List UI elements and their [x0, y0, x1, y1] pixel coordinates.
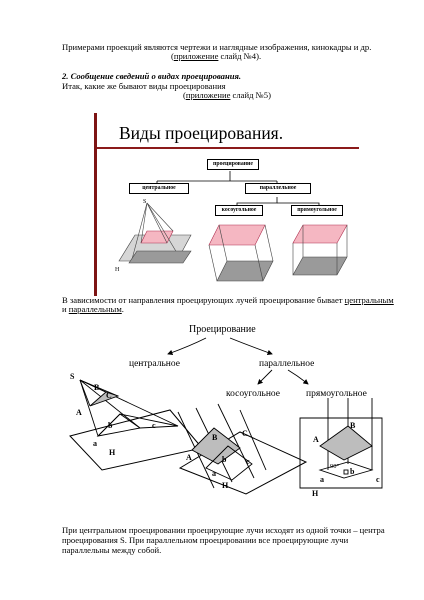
figure-orthogonal-labels: A B 90° b a c H: [312, 421, 380, 498]
central-link[interactable]: центральным: [344, 295, 394, 305]
fig1-B: B: [94, 383, 100, 392]
appendix-slide-ref: слайд №5): [230, 90, 271, 100]
fig2-C: C: [242, 429, 248, 438]
slide-label-H: H: [115, 267, 120, 273]
appendix-slide-ref: слайд №4).: [218, 51, 262, 61]
fig2-A: A: [186, 453, 192, 462]
fig3-angle: 90°: [330, 463, 340, 470]
fig1-H: H: [109, 448, 116, 457]
fig2-a: a: [212, 469, 216, 478]
slide-box-projection: проецирование: [207, 159, 259, 170]
paragraph-text: и: [62, 304, 69, 314]
fig2-c: c: [246, 457, 250, 466]
fig2-b: b: [222, 455, 227, 464]
section-question: Итак, какие же бывают виды проецирования: [62, 81, 226, 91]
arrow-to-central: [167, 337, 207, 355]
slide-figure-oblique: [208, 224, 274, 282]
fig2-H: H: [222, 481, 229, 490]
paragraph-text: В зависимости от направления проецирующи…: [62, 295, 345, 305]
slide-box-orthogonal: прямоугольное: [291, 205, 343, 216]
diagram-oblique: косоугольное: [226, 389, 280, 399]
slide-title: Виды проецирования.: [119, 123, 284, 143]
figure-orthogonal-projection: [299, 398, 383, 489]
slide-divider: [97, 147, 359, 149]
diagram-parallel: параллельное: [259, 359, 314, 369]
slide-label-S: S: [143, 199, 146, 205]
appendix-ref-5: (приложение слайд №5): [183, 90, 271, 100]
paragraph-summary-1: При центральном проецировании проецирующ…: [62, 525, 385, 535]
fig1-a: a: [93, 439, 97, 448]
fig3-H: H: [312, 489, 319, 498]
fig3-c: c: [376, 475, 380, 484]
diagram-central: центральное: [129, 359, 180, 369]
slide-figure-central: [118, 202, 192, 264]
slide-image: Виды проецирования. S H: [94, 113, 359, 296]
arrow-to-parallel: [229, 337, 273, 355]
intro-text: Примерами проекций являются чертежи и на…: [62, 42, 372, 52]
parallel-link[interactable]: параллельным: [68, 304, 122, 314]
appendix-paren-open: (: [183, 90, 186, 100]
figure-central-labels: S B C A b c a H: [70, 372, 156, 457]
fig3-B: B: [350, 421, 356, 430]
slide-box-oblique: косоугольное: [215, 205, 263, 216]
figure-central-projection: [69, 379, 203, 471]
slide-diagram: S H: [115, 171, 348, 282]
slide-box-parallel: параллельное: [245, 183, 311, 194]
fig3-A: A: [313, 435, 319, 444]
appendix-paren-open: (: [171, 51, 174, 61]
paragraph-summary-2: проецирования S. При параллельном проеци…: [62, 535, 349, 545]
fig1-b: b: [108, 421, 113, 430]
paragraph-direction: В зависимости от направления проецирующи…: [62, 295, 394, 305]
paragraph-direction-cont: и параллельным.: [62, 304, 124, 314]
slide-figure-orthogonal: [292, 224, 348, 276]
slide-box-central: центральное: [129, 183, 189, 194]
paragraph-summary-3: параллельны между собой.: [62, 545, 162, 555]
fig1-S: S: [70, 372, 75, 381]
fig3-b: b: [350, 467, 355, 476]
fig1-A: A: [76, 408, 82, 417]
appendix-ref-4: (приложение слайд №4).: [171, 51, 261, 61]
diagram-root: Проецирование: [189, 324, 256, 335]
appendix-link[interactable]: приложение: [173, 51, 219, 61]
fig2-B: B: [212, 433, 218, 442]
arrow-to-orthogonal: [287, 369, 309, 385]
arrow-to-oblique: [257, 369, 273, 385]
figure-oblique-labels: B C A b c a H: [186, 429, 250, 490]
paragraph-period: .: [121, 304, 124, 314]
appendix-link[interactable]: приложение: [185, 90, 231, 100]
fig3-a: a: [320, 475, 324, 484]
fig1-c: c: [152, 421, 156, 430]
figure-oblique-projection: [177, 403, 308, 495]
section-heading: 2. Сообщение сведений о видах проецирова…: [62, 71, 242, 81]
diagram-orthogonal: прямоугольное: [306, 389, 367, 399]
fig1-C: C: [106, 391, 112, 400]
